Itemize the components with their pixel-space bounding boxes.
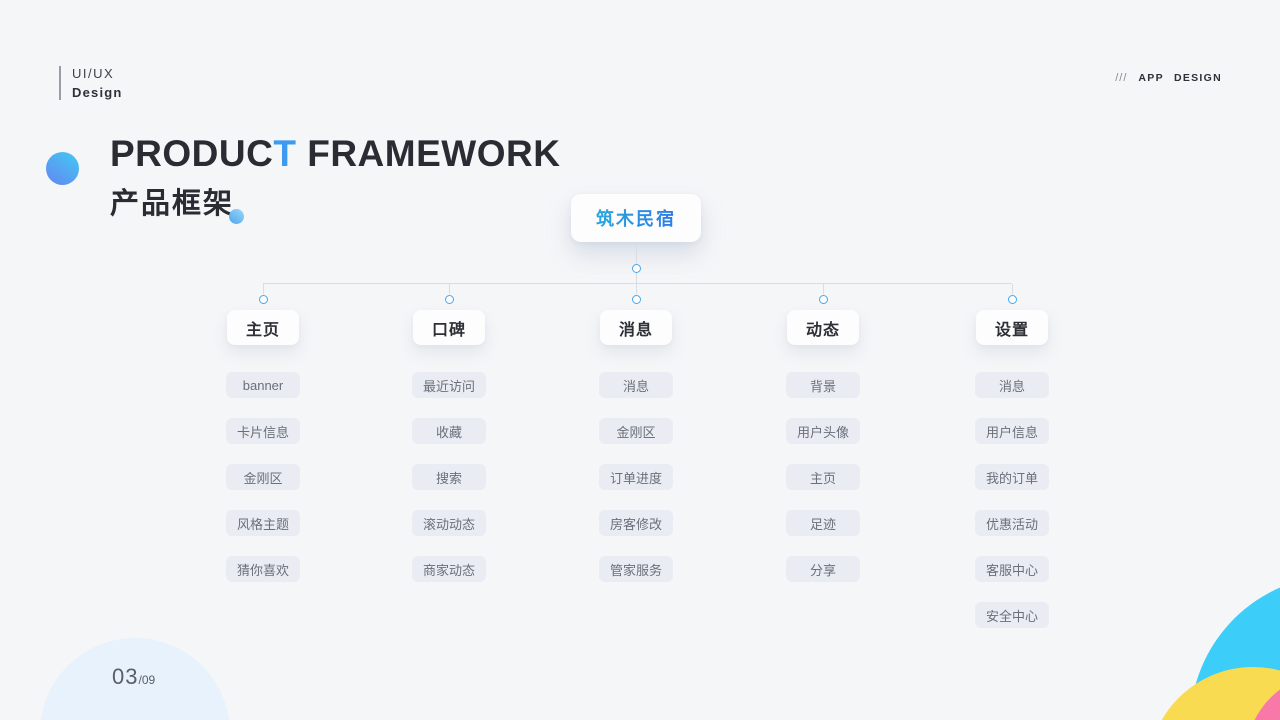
branch-card-moments: 动态 bbox=[787, 310, 859, 345]
page-number-current: 03 bbox=[112, 664, 139, 689]
tree-leaf: 房客修改 bbox=[599, 510, 673, 536]
tree-leaf: 优惠活动 bbox=[975, 510, 1049, 536]
title-zh-text: 产品框架 bbox=[110, 188, 235, 220]
corner-label: APP DESIGN bbox=[1138, 72, 1222, 84]
title-dot-decoration bbox=[229, 209, 245, 224]
page-number-total: /09 bbox=[138, 673, 156, 687]
root-node: 筑木民宿 bbox=[571, 194, 701, 242]
branch-card-settings: 设置 bbox=[976, 310, 1048, 345]
connector-branch-dot bbox=[258, 294, 268, 304]
slashes-decoration: /// bbox=[1115, 72, 1128, 84]
tree-leaf: 安全中心 bbox=[975, 602, 1049, 628]
tree-leaf: 消息 bbox=[975, 372, 1049, 398]
connector-branch-dot bbox=[1007, 294, 1017, 304]
tree-leaf: 订单进度 bbox=[599, 464, 673, 490]
branch-card-messages: 消息 bbox=[600, 310, 672, 345]
tree-leaf: 卡片信息 bbox=[226, 418, 300, 444]
connector-horizontal-rail bbox=[263, 283, 1012, 284]
connector-stub bbox=[448, 284, 450, 294]
branch-column-messages: 消息 消息 金刚区 订单进度 房客修改 管家服务 bbox=[576, 310, 696, 582]
root-node-label: 筑木民宿 bbox=[596, 205, 676, 231]
branch-column-moments: 动态 背景 用户头像 主页 足迹 分享 bbox=[763, 310, 883, 582]
tree-leaf: 消息 bbox=[599, 372, 673, 398]
tree-leaf: 金刚区 bbox=[599, 418, 673, 444]
tree-leaf: 收藏 bbox=[412, 418, 486, 444]
tree-leaf: 背景 bbox=[786, 372, 860, 398]
brand-line2: Design bbox=[72, 85, 123, 100]
tree-leaf: 主页 bbox=[786, 464, 860, 490]
branch-card-reviews: 口碑 bbox=[413, 310, 485, 345]
branch-column-homepage: 主页 banner 卡片信息 金刚区 风格主题 猜你喜欢 bbox=[203, 310, 323, 582]
connector-branch-dot bbox=[818, 294, 828, 304]
tree-leaf: 管家服务 bbox=[599, 556, 673, 582]
brand-mark: UI/UX Design bbox=[59, 66, 123, 100]
tree-leaf: 用户头像 bbox=[786, 418, 860, 444]
tree-leaf: 最近访问 bbox=[412, 372, 486, 398]
page-title-en: PRODUCT FRAMEWORK bbox=[110, 132, 560, 176]
connector-stub bbox=[635, 284, 637, 294]
tree-leaf: 搜索 bbox=[412, 464, 486, 490]
brand-line1: UI/UX bbox=[72, 66, 115, 81]
connector-root-drop2 bbox=[635, 272, 637, 284]
connector-root-node-dot bbox=[631, 263, 641, 273]
title-en-pre: PRODUC bbox=[110, 133, 274, 174]
tree-leaf: 猜你喜欢 bbox=[226, 556, 300, 582]
branch-column-settings: 设置 消息 用户信息 我的订单 优惠活动 客服中心 安全中心 bbox=[952, 310, 1072, 628]
page-title-zh: 产品框架 bbox=[110, 180, 245, 224]
connector-stub bbox=[822, 284, 824, 294]
title-en-post: FRAMEWORK bbox=[296, 133, 561, 174]
connector-branch-dot bbox=[631, 294, 641, 304]
tree-leaf: 客服中心 bbox=[975, 556, 1049, 582]
connector-stub bbox=[262, 284, 264, 294]
branch-column-reviews: 口碑 最近访问 收藏 搜索 滚动动态 商家动态 bbox=[389, 310, 509, 582]
corner-tag: /// APP DESIGN bbox=[1115, 72, 1222, 84]
page-number: 03 /09 bbox=[112, 664, 155, 690]
tree-leaf: 滚动动态 bbox=[412, 510, 486, 536]
tree-leaf: 金刚区 bbox=[226, 464, 300, 490]
tree-leaf: 我的订单 bbox=[975, 464, 1049, 490]
tree-leaf: 商家动态 bbox=[412, 556, 486, 582]
title-block: PRODUCT FRAMEWORK 产品框架 bbox=[110, 132, 560, 224]
title-en-accent: T bbox=[273, 133, 297, 174]
branch-card-homepage: 主页 bbox=[227, 310, 299, 345]
tree-leaf: 足迹 bbox=[786, 510, 860, 536]
title-accent-circle bbox=[46, 152, 79, 185]
connector-branch-dot bbox=[444, 294, 454, 304]
tree-leaf: 分享 bbox=[786, 556, 860, 582]
tree-leaf: banner bbox=[226, 372, 300, 398]
tree-leaf: 用户信息 bbox=[975, 418, 1049, 444]
tree-leaf: 风格主题 bbox=[226, 510, 300, 536]
connector-root-drop bbox=[635, 242, 637, 264]
connector-stub bbox=[1011, 284, 1013, 294]
